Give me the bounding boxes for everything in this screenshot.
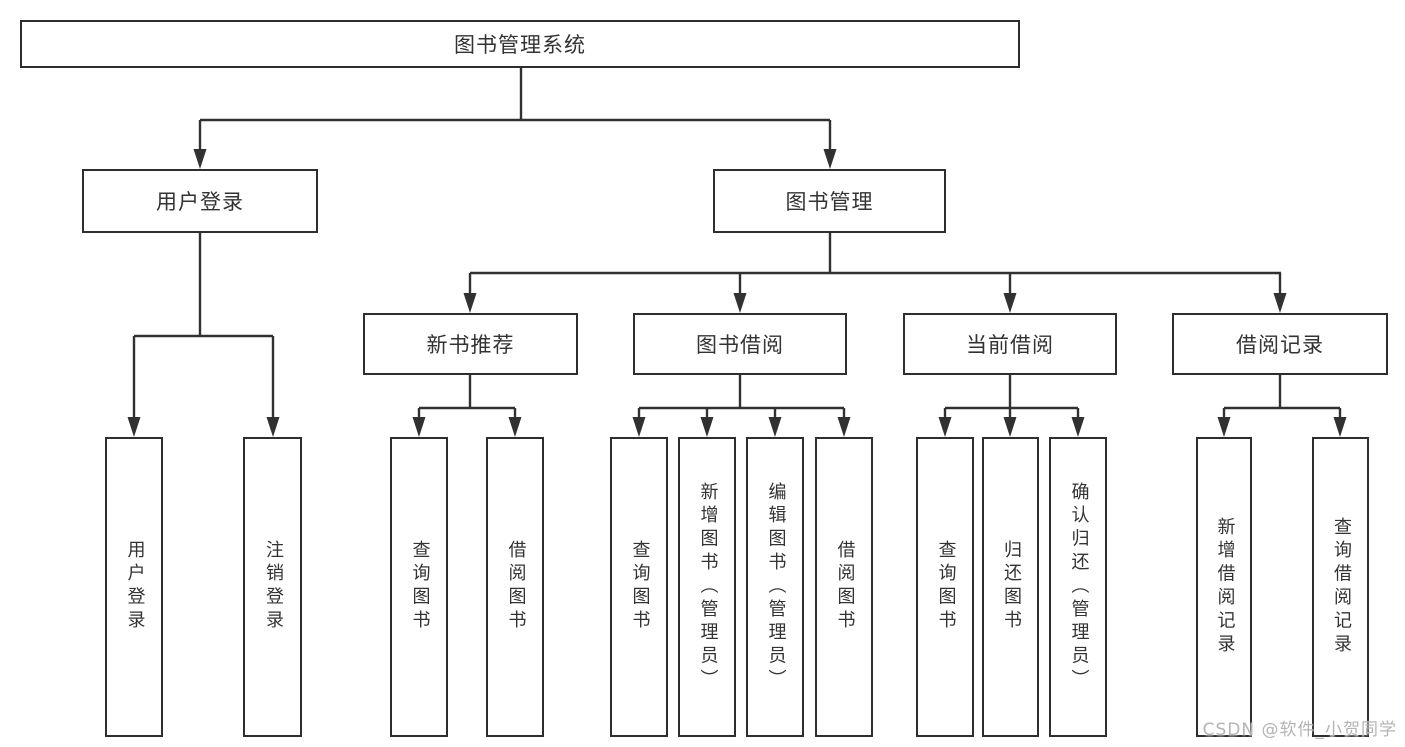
arrowhead-icon [1333,417,1347,437]
node-leaf-cb-confirm: 确认归还（管理员） [1049,437,1107,737]
arrowhead-icon [412,417,426,437]
arrowhead-icon [1273,293,1287,313]
node-label: 借阅图书 [505,540,527,634]
node-leaf-cb-return: 归还图书 [982,437,1039,737]
arrowhead-icon [1003,417,1017,437]
arrowhead-icon [127,417,141,437]
node-label: 确认归还（管理员） [1068,481,1090,693]
node-label: 查询图书 [629,540,651,634]
node-label: 编辑图书（管理员） [765,481,787,693]
arrowhead-icon [463,293,477,313]
node-leaf-nbr-borrow: 借阅图书 [486,437,544,737]
node-label: 借阅记录 [1236,333,1324,357]
node-leaf-logout: 注销登录 [243,437,302,737]
node-leaf-user-login: 用户登录 [105,437,163,737]
node-label: 查询图书 [935,540,957,634]
arrowhead-icon [733,293,747,313]
node-leaf-cb-query: 查询图书 [916,437,974,737]
arrowhead-icon [1071,417,1085,437]
node-label: 新增图书（管理员） [697,481,719,693]
node-label: 图书管理系统 [454,33,586,57]
node-leaf-br-query-record: 查询借阅记录 [1312,437,1369,737]
arrowhead-icon [1003,293,1017,313]
arrowhead-icon [266,417,280,437]
node-label: 归还图书 [1000,540,1022,634]
node-book-management: 图书管理 [713,169,946,233]
node-label: 查询借阅记录 [1330,516,1352,658]
node-label: 图书借阅 [696,333,784,357]
node-book-borrowing: 图书借阅 [633,313,847,375]
arrowhead-icon [938,417,952,437]
arrowhead-icon [837,417,851,437]
node-label: 图书管理 [785,190,874,214]
node-label: 当前借阅 [966,333,1054,357]
node-label: 新书推荐 [426,333,515,357]
node-current-borrowing: 当前借阅 [903,313,1117,375]
node-leaf-nbr-query: 查询图书 [390,437,448,737]
node-label: 用户登录 [124,540,146,634]
node-leaf-bb-edit: 编辑图书（管理员） [746,437,804,737]
node-user-login: 用户登录 [82,169,318,233]
node-label: 查询图书 [409,540,431,634]
node-label: 用户登录 [156,190,244,214]
arrowhead-icon [768,417,782,437]
node-leaf-bb-borrow: 借阅图书 [815,437,873,737]
watermark: CSDN @软件_小贺同学 [1202,720,1397,740]
arrowhead-icon [1217,417,1231,437]
node-root: 图书管理系统 [20,20,1020,68]
arrowhead-icon [823,149,837,169]
arrowhead-icon [193,149,207,169]
node-leaf-br-add-record: 新增借阅记录 [1196,437,1252,737]
node-label: 借阅图书 [834,540,856,634]
node-leaf-bb-query: 查询图书 [610,437,668,737]
arrowhead-icon [700,417,714,437]
arrowhead-icon [632,417,646,437]
arrowhead-icon [508,417,522,437]
node-borrowing-records: 借阅记录 [1172,313,1388,375]
node-leaf-bb-add: 新增图书（管理员） [678,437,736,737]
node-new-book-recommend: 新书推荐 [363,313,578,375]
node-label: 注销登录 [262,540,284,634]
node-label: 新增借阅记录 [1214,516,1236,658]
